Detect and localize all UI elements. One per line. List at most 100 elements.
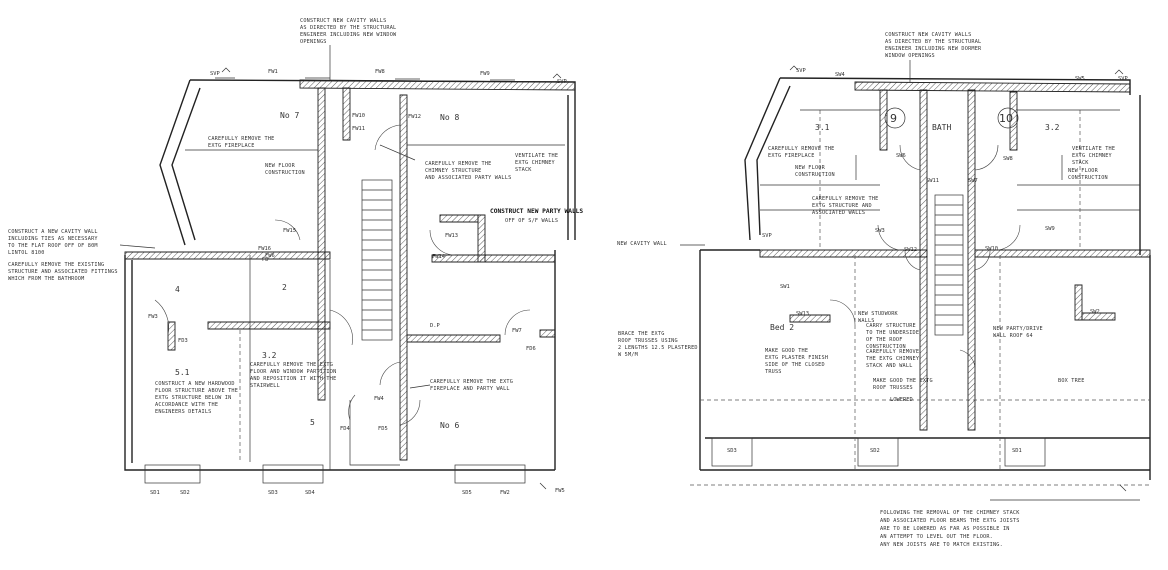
tag-sd5: SD5 [462, 490, 472, 496]
note-left-side2-1: CAREFULLY REMOVE THE EXISTING [8, 262, 104, 268]
tag-fw10: FW10 [352, 113, 365, 119]
r-tag-sw1: SW1 [780, 284, 790, 290]
r-note-make-good-4: TRUSS [765, 369, 782, 375]
r-note-chimney-stack-2: THE EXTG CHIMNEY [866, 356, 920, 362]
tag-fw15: FW15 [283, 228, 296, 234]
r-note-new-floor-1: NEW FLOOR [795, 165, 826, 171]
note-new-floor-2: CONSTRUCTION [265, 170, 305, 176]
r-note-brace-3: 2 LENGTHS 12.5 PLASTERED [618, 345, 698, 351]
r-note-carry-4: CONSTRUCTION [866, 344, 906, 350]
r-note-cavity-left: NEW CAVITY WALL [617, 241, 667, 247]
note-remove-fireplace-1: CAREFULLY REMOVE THE [208, 136, 274, 142]
r-note-make-good-3: SIDE OF THE CLOSED [765, 362, 825, 368]
r-note-party-drive-1: NEW PARTY/DRIVE [993, 326, 1043, 332]
r-note-make-good2-1: MAKE GOOD THE EXTG [873, 378, 933, 384]
r-note-chimney-stack-1: CAREFULLY REMOVE [866, 349, 919, 355]
r-tag-sw10: SW10 [985, 246, 998, 252]
note-party-walls-2: OFF OF S/F WALLS [505, 218, 558, 224]
r-note-brace-1: BRACE THE EXTG [618, 331, 665, 337]
right-notes: CONSTRUCT NEW CAVITY WALLS AS DIRECTED B… [617, 32, 1128, 548]
r-tag-sw11: SW11 [926, 178, 939, 184]
r-note-construct-top-3: ENGINEER INCLUDING NEW DORMER [885, 46, 982, 52]
r-tag-svp2: SVP [1118, 76, 1128, 82]
room-10: 10 [999, 112, 1013, 125]
r-tag-sw6: SW6 [896, 153, 906, 159]
r-note-new-floor2-1: NEW FLOOR [1068, 168, 1099, 174]
tag-fw1: FW1 [268, 69, 278, 75]
tag-sd4: SD4 [305, 490, 315, 496]
r-note-carry-1: CARRY STRUCTURE [866, 323, 916, 329]
r-note-make-good-2: EXTG PLASTER FINISH [765, 355, 828, 361]
room-5-1: 5.1 [175, 368, 190, 377]
r-note-remove-chimney-3: ASSOCIATED WALLS [812, 210, 865, 216]
r-note-ventilate-2: EXTG CHIMNEY [1072, 153, 1113, 159]
note-party-walls-1: CONSTRUCT NEW PARTY WALLS [490, 208, 583, 215]
r-note-make-good2-2: ROOF TRUSSES [873, 385, 913, 391]
r-note-remove-chimney-2: EXTG STRUCTURE AND [812, 203, 872, 209]
room-no6: No 6 [440, 421, 459, 430]
r-note-chimney-stack-3: STACK AND WALL [866, 363, 913, 369]
note-remove-fireplace-2: EXTG FIREPLACE [208, 143, 255, 149]
drawing-marks [221, 65, 1127, 492]
r-note-construct-top-2: AS DIRECTED BY THE STRUCTURAL [885, 39, 981, 45]
r-note-bottom-4: AN ATTEMPT TO LEVEL OUT THE FLOOR. [880, 534, 993, 540]
left-floor-plan [119, 45, 576, 484]
tag-fw7: FW7 [512, 328, 522, 334]
r-tag-sw7: SW7 [968, 178, 978, 184]
note-hardwood-2: FLOOR STRUCTURE ABOVE THE [155, 388, 238, 394]
note-left-side-2: INCLUDING TIES AS NECESSARY [8, 236, 98, 242]
r-note-brace-2: ROOF TRUSSES USING [618, 338, 678, 344]
note-left-side-1: CONSTRUCT A NEW CAVITY WALL [8, 229, 98, 235]
note-left-side2-3: WHICH FROM THE BATHROOM [8, 276, 84, 282]
r-note-stud-walls-1: NEW STUDWORK [858, 311, 899, 317]
note-left-side-3: TO THE FLAT ROOF OFF OF 80M [8, 243, 98, 249]
tag-fw2: FW2 [500, 490, 510, 496]
r-tag-sw13: SW13 [796, 311, 809, 317]
tag-fw11: FW11 [352, 126, 365, 132]
r-note-ventilate-1: VENTILATE THE [1072, 146, 1115, 152]
tag-fw14: FW14 [432, 254, 445, 260]
r-note-remove-chimney-1: CAREFULLY REMOVE THE [812, 196, 878, 202]
room-4: 4 [175, 285, 180, 294]
room-2: 2 [282, 283, 287, 292]
r-tag-lowered: LOWERED [890, 397, 913, 403]
note-remove-chimney-1: CAREFULLY REMOVE THE [425, 161, 491, 167]
note-partition-4: STAIRWELL [250, 383, 280, 389]
tag-sd1: SD1 [150, 490, 160, 496]
r-note-bottom-2: AND ASSOCIATED FLOOR BEAMS THE EXTG JOIS… [880, 518, 1020, 524]
r-note-bottom-1: FOLLOWING THE REMOVAL OF THE CHIMNEY STA… [880, 510, 1020, 516]
tag-svp1: SVP [210, 71, 220, 77]
note-remove-chimney-2: CHIMNEY STRUCTURE [425, 168, 482, 174]
tag-fw12: FW12 [408, 114, 421, 120]
r-note-bottom-3: ARE TO BE LOWERED AS FAR AS POSSIBLE IN [880, 526, 1010, 532]
note-construct-top-2: AS DIRECTED BY THE STRUCTURAL [300, 25, 396, 31]
r-tag-sw5: SW5 [1075, 76, 1085, 82]
note-ventilate-2: EXTG CHIMNEY [515, 160, 556, 166]
note-fireplace-party-2: FIREPLACE AND PARTY WALL [430, 386, 510, 392]
r-note-make-good-1: MAKE GOOD THE [765, 348, 808, 354]
r-note-remove-fireplace-1: CAREFULLY REMOVE THE [768, 146, 834, 152]
r-tag-sw8: SW8 [1003, 156, 1013, 162]
r-note-construct-top-4: WINDOW OPENINGS [885, 53, 935, 59]
tag-fw18: FW16 [258, 246, 271, 252]
tag-dp: D.P [430, 323, 440, 329]
room-r-3-2: 3.2 [1045, 123, 1060, 132]
note-construct-top-3: ENGINEER INCLUDING NEW WINDOW [300, 32, 397, 38]
stair-right [934, 194, 964, 336]
r-note-carry-3: OF THE ROOF [866, 337, 903, 343]
note-ventilate-1: VENTILATE THE [515, 153, 558, 159]
note-construct-top-1: CONSTRUCT NEW CAVITY WALLS [300, 18, 386, 24]
r-note-brace-4: W 5M/M [618, 352, 638, 358]
room-3-2: 3.2 [262, 351, 277, 360]
tag-fd3: FD3 [178, 338, 188, 344]
r-note-party-drive-2: WALL ROOF 64 [993, 333, 1033, 339]
r-tag-sw2: SW2 [1090, 309, 1100, 315]
room-no7: No 7 [280, 111, 299, 120]
r-note-remove-fireplace-2: EXTG FIREPLACE [768, 153, 815, 159]
tag-fd4: FD4 [340, 426, 350, 432]
r-note-box-tree: BOX TREE [1058, 378, 1085, 384]
tag-fw3: FW3 [148, 314, 158, 320]
note-partition-1: CAREFULLY REMOVE THE EXTG [250, 362, 333, 368]
r-tag-sd1: SD1 [1012, 448, 1022, 454]
room-no8: No 8 [440, 113, 459, 122]
